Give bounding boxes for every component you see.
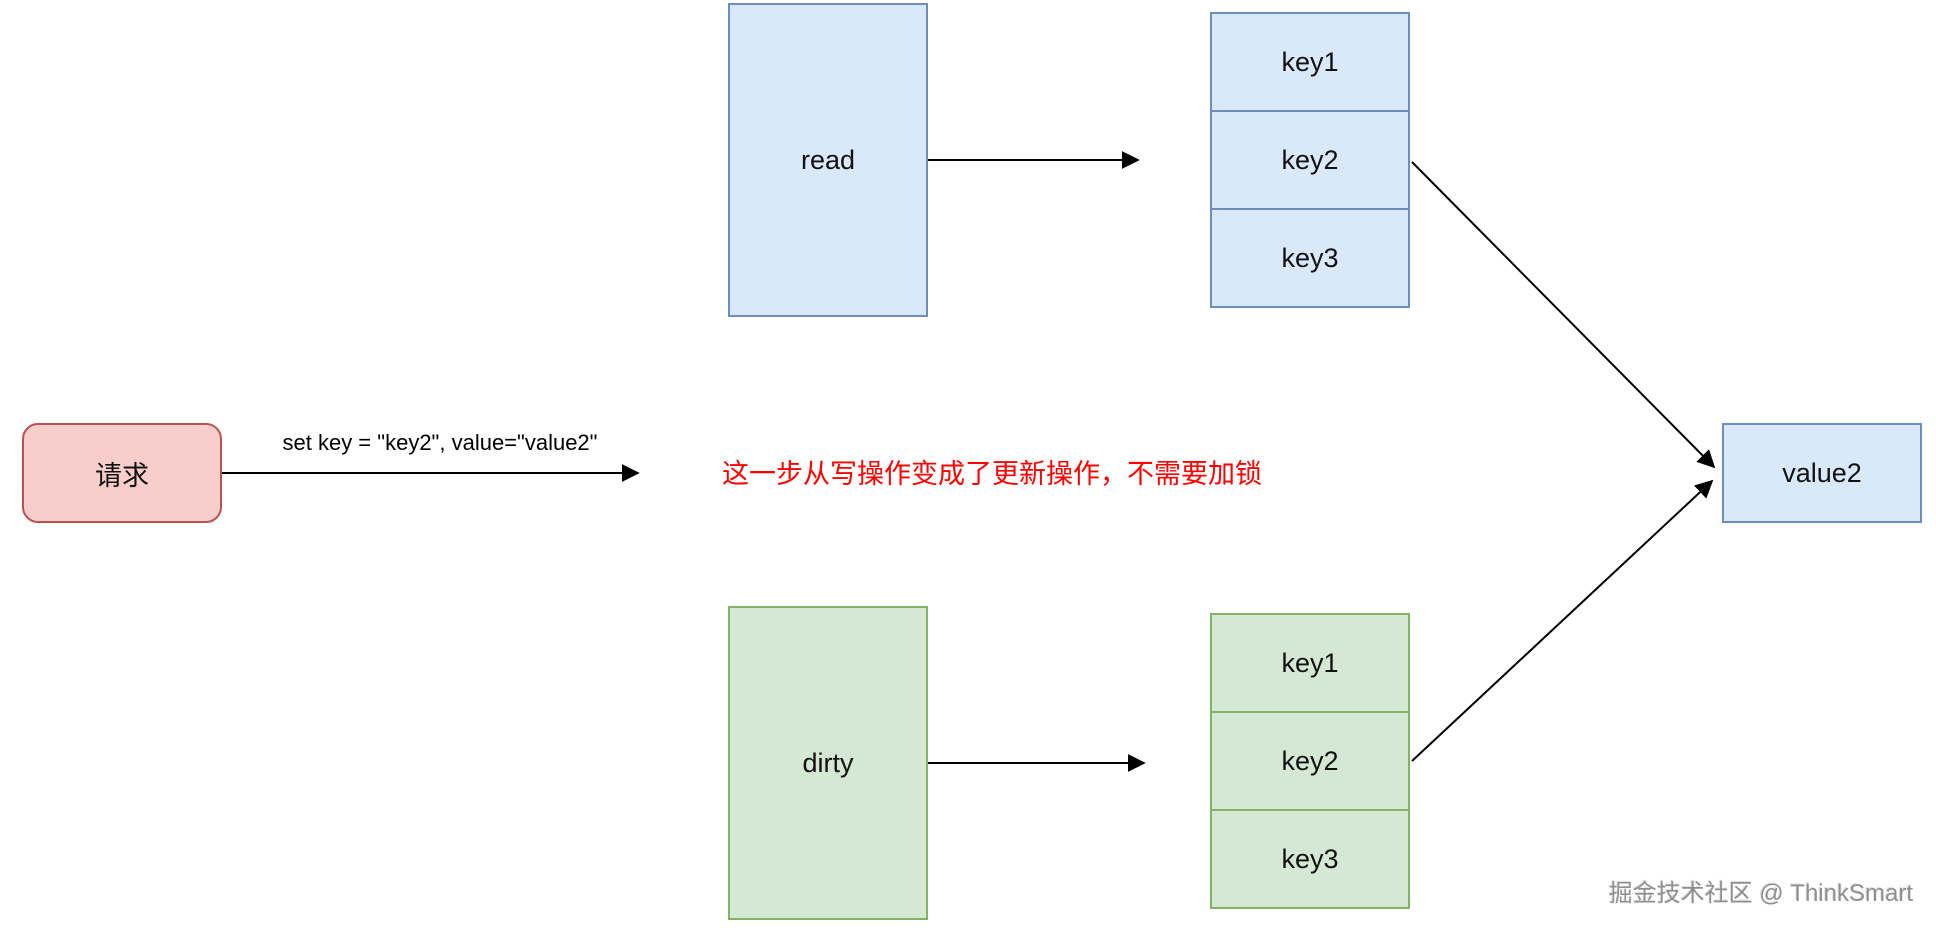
dirty-key2-label: key2 xyxy=(1281,745,1339,776)
read-key2-to-value2-arrow xyxy=(1411,161,1716,469)
dirty-key2-to-value2-arrow xyxy=(1411,479,1714,762)
read-key-row-2: key2 xyxy=(1210,110,1410,210)
request-node: 请求 xyxy=(22,423,222,523)
dirty-key-row-3: key3 xyxy=(1210,809,1410,909)
request-node-label: 请求 xyxy=(95,460,149,491)
dirty-key3-label: key3 xyxy=(1281,843,1339,874)
dirty-key-row-1: key1 xyxy=(1210,613,1410,713)
read-key1-label: key1 xyxy=(1281,46,1339,77)
value2-node: value2 xyxy=(1722,423,1922,523)
dirty-key-stack: key1 key2 key3 xyxy=(1210,613,1410,909)
read-key3-label: key3 xyxy=(1281,242,1339,273)
read-key-stack: key1 key2 key3 xyxy=(1210,12,1410,308)
dirty-map-label: dirty xyxy=(802,747,854,778)
read-map-node: read xyxy=(728,3,928,317)
read-map-label: read xyxy=(800,144,856,175)
dirty-key1-label: key1 xyxy=(1281,647,1339,678)
read-key2-label: key2 xyxy=(1281,144,1339,175)
watermark-text: 掘金技术社区 @ ThinkSmart xyxy=(1608,880,1913,907)
dirty-key-row-2: key2 xyxy=(1210,711,1410,811)
request-arrow-label: set key = "key2", value="value2" xyxy=(282,430,598,455)
read-key-row-1: key1 xyxy=(1210,12,1410,112)
read-key-row-3: key3 xyxy=(1210,208,1410,308)
value2-node-label: value2 xyxy=(1782,457,1862,488)
dirty-map-node: dirty xyxy=(728,606,928,920)
annotation-text: 这一步从写操作变成了更新操作，不需要加锁 xyxy=(722,459,1262,489)
